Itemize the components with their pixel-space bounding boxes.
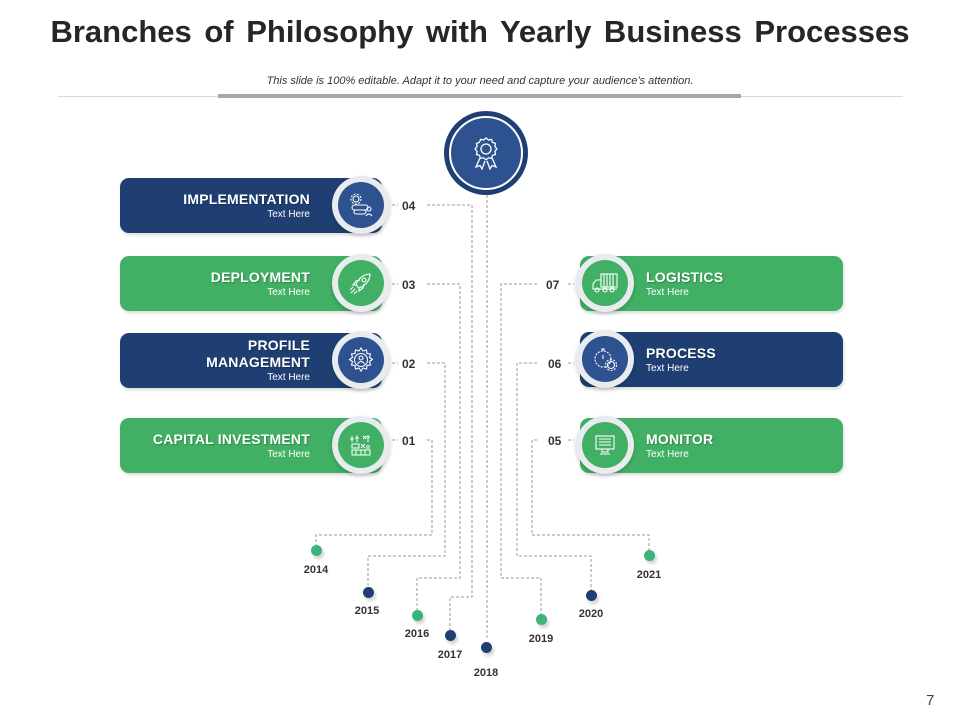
card-title: IMPLEMENTATION (183, 190, 310, 207)
connector-05-2021 (531, 439, 650, 550)
year-dot-2019 (536, 614, 547, 625)
card-text: Text Here (267, 448, 310, 460)
card-title: DEPLOYMENT (210, 268, 310, 285)
card-title-line1: PROFILE (247, 337, 310, 353)
slide-title: Branches of Philosophy with Yearly Busin… (50, 14, 910, 49)
icon-circle-logistics (576, 254, 634, 312)
year-label: 2014 (303, 564, 329, 576)
icon-circle-monitor (576, 416, 634, 474)
step-number: 03 (402, 278, 416, 292)
icon-circle-profile-management (332, 331, 390, 389)
step-number: 04 (402, 199, 416, 213)
connector-04-2017 (427, 204, 473, 630)
card-title-line2: MANAGEMENT (206, 354, 310, 370)
truck-icon (592, 273, 618, 293)
year-label: 2016 (404, 628, 430, 640)
year-dot-2017 (445, 630, 456, 641)
monitor-icon (595, 435, 615, 455)
stopwatch-gear-icon (594, 348, 618, 372)
connector-01-2014 (315, 439, 433, 545)
year-dot-2015 (363, 587, 374, 598)
gear-user-icon (348, 347, 374, 372)
year-dot-2018 (481, 642, 492, 653)
slide-subtitle: This slide is 100% editable. Adapt it to… (266, 75, 694, 87)
card-title: LOGISTICS (646, 268, 724, 285)
divider-accent (218, 94, 741, 98)
connector-03-2016 (416, 283, 461, 610)
year-label: 2018 (473, 667, 499, 679)
year-dot-2020 (586, 590, 597, 601)
year-label: 2015 (354, 605, 380, 617)
page-number: 7 (926, 692, 935, 709)
card-text: Text Here (267, 286, 310, 298)
card-text: Text Here (267, 372, 310, 383)
year-label: 2020 (578, 608, 604, 620)
step-number: 01 (402, 434, 416, 448)
card-title: CAPITAL INVESTMENT (152, 430, 310, 447)
step-number: 02 (402, 357, 416, 371)
icon-circle-process (576, 330, 634, 388)
year-dot-2021 (644, 550, 655, 561)
year-label: 2021 (636, 569, 662, 581)
top-award-badge (444, 111, 528, 195)
gear-server-user-icon (350, 193, 373, 217)
award-ribbon-icon (474, 137, 498, 170)
connector-06-2020 (516, 362, 592, 590)
card-text: Text Here (646, 286, 689, 298)
year-dot-2016 (412, 610, 423, 621)
icon-circle-capital-investment (332, 416, 390, 474)
year-label: 2017 (437, 649, 463, 661)
step-number: 05 (548, 434, 562, 448)
step-number: 07 (546, 278, 560, 292)
rocket-icon (349, 273, 371, 295)
card-text: Text Here (267, 208, 310, 220)
icon-circle-deployment (332, 254, 390, 312)
investment-chart-icon (350, 435, 371, 456)
card-title: MONITOR (646, 430, 714, 447)
year-dot-2014 (311, 545, 322, 556)
card-title: PROCESS (646, 344, 716, 361)
card-text: Text Here (646, 362, 689, 374)
connector-07-2019 (500, 283, 542, 614)
icon-circle-implementation (332, 176, 390, 234)
step-number: 06 (548, 357, 562, 371)
year-label: 2019 (528, 633, 554, 645)
card-text: Text Here (646, 448, 689, 460)
connector-02-2015 (367, 362, 446, 587)
